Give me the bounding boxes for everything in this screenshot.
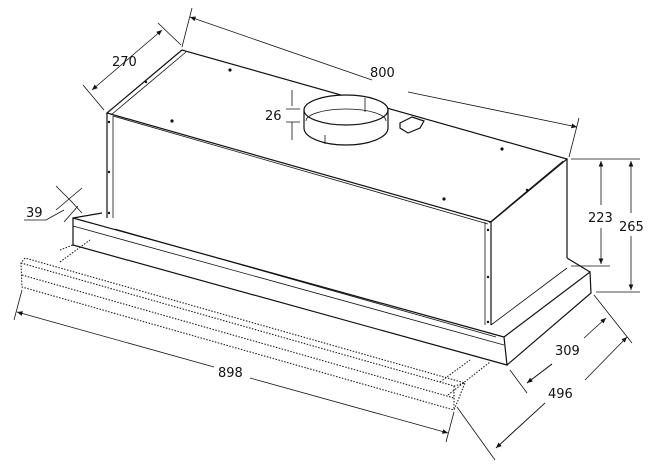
hood-body xyxy=(105,49,569,325)
dim-496-label: 496 xyxy=(548,387,573,402)
dim-223-label: 223 xyxy=(588,211,613,226)
hood-top xyxy=(105,49,569,223)
dimension-width: 800 xyxy=(181,7,579,158)
dim-26-label: 26 xyxy=(265,109,282,124)
dim-898-label: 898 xyxy=(218,366,243,381)
dim-309-label: 309 xyxy=(555,344,580,359)
front-panel xyxy=(72,212,592,366)
dim-270-label: 270 xyxy=(112,55,137,70)
extended-drawer-outline xyxy=(20,239,491,411)
cable-cover-icon xyxy=(399,116,425,134)
dimension-depth: 270 xyxy=(82,22,182,111)
dim-39-label: 39 xyxy=(26,206,43,221)
exhaust-collar xyxy=(303,94,425,146)
dimension-heights: 223 265 xyxy=(571,159,644,292)
dimension-collar: 26 xyxy=(265,90,300,140)
dimension-panel-thickness: 39 xyxy=(24,185,83,223)
dim-265-label: 265 xyxy=(619,220,644,235)
dim-800-label: 800 xyxy=(370,66,395,81)
dimension-panel-width: 898 xyxy=(13,289,455,443)
dimension-depths: 309 496 xyxy=(456,294,632,461)
